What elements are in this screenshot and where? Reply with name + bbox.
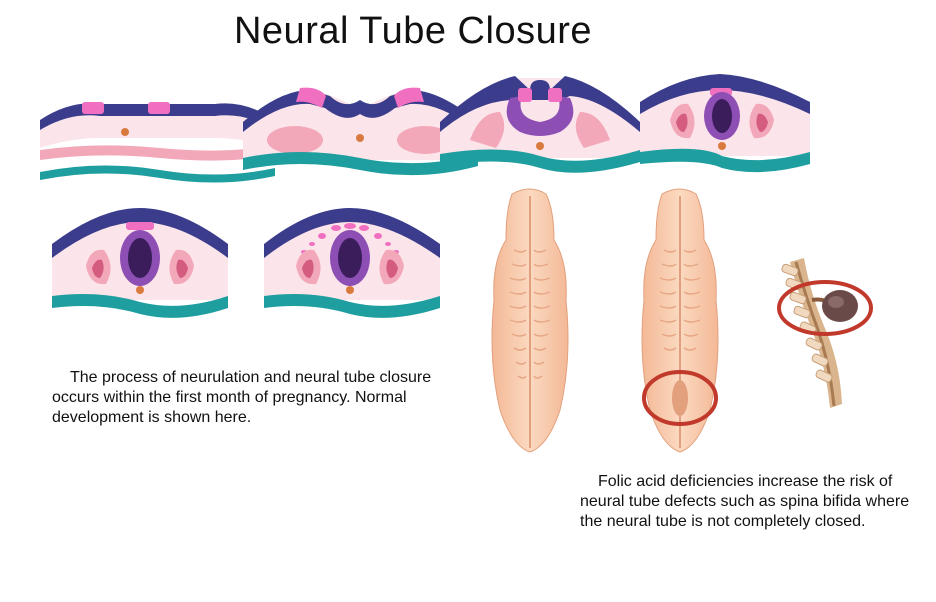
embryo-normal [491,188,569,453]
stage-6-neural-crest-migration [264,208,440,318]
stage-5-neural-tube [52,208,228,318]
spina-bifida-highlight-circle [777,280,873,336]
spina-bifida-spine [777,258,873,408]
stage-1-neural-plate [40,102,275,183]
embryo-neural-tube-defect [641,188,719,453]
diagram-title: Neural Tube Closure [233,10,592,52]
defect-highlight-circle [642,370,718,426]
stage-2-neural-folds [243,87,478,176]
defect-caption: Folic acid deficiencies increase the ris… [580,473,910,530]
stage-4-neural-tube [640,74,810,173]
stage-3-neural-groove [440,76,640,173]
normal-development-caption: The process of neurulation and neural tu… [52,369,432,426]
